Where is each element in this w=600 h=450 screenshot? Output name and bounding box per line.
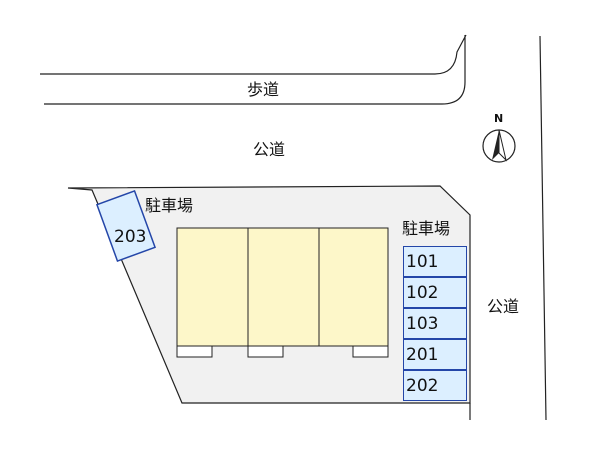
parking-space: 101: [403, 246, 467, 277]
building-unit: [176, 227, 249, 347]
entrance-step: [176, 345, 213, 358]
parking-west-label: 駐車場: [145, 196, 194, 215]
sidewalk-label: 歩道: [247, 80, 280, 99]
parking-space: 201: [403, 339, 467, 370]
sidewalk-outline: [40, 34, 467, 105]
road-east-label: 公道: [487, 297, 520, 316]
north-arrow-icon: [482, 129, 516, 163]
building-unit: [318, 227, 389, 347]
entrance-step: [352, 345, 389, 358]
parking-space-west: [95, 190, 157, 262]
parking-east-label: 駐車場: [402, 219, 451, 238]
building-unit: [247, 227, 320, 347]
apartment-building: [176, 227, 389, 358]
road-east-edge: [539, 35, 547, 421]
parking-space: 102: [403, 277, 467, 308]
road-north-label: 公道: [253, 140, 286, 159]
parking-space: 202: [403, 370, 467, 401]
compass-north-label: N: [494, 112, 504, 125]
parking-space: 103: [403, 308, 467, 339]
entrance-step: [247, 345, 284, 358]
parking-space-label: 203: [114, 227, 147, 247]
